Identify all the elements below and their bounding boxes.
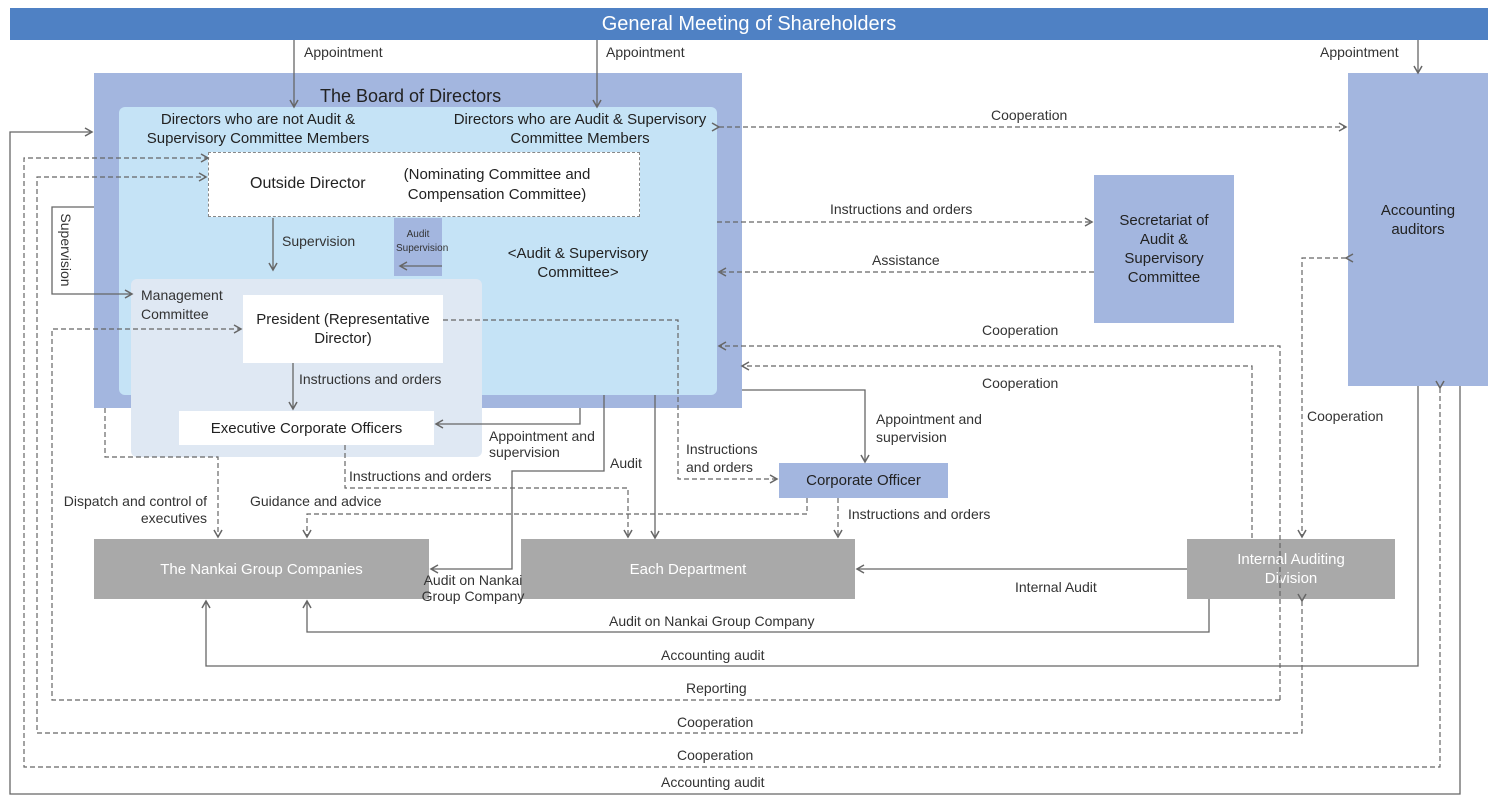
appointment-supervision-1-label: Appointment and supervision	[489, 428, 595, 460]
cooperation-top-label: Cooperation	[991, 107, 1068, 123]
board-title: The Board of Directors	[320, 86, 502, 106]
audit-group-company-label: Audit on Nankai Group Company	[421, 572, 525, 604]
assistance-label: Assistance	[872, 252, 940, 268]
dispatch-line	[104, 408, 223, 539]
reporting-label: Reporting	[686, 680, 747, 696]
audit-members-label: Directors who are Audit & Supervisory Co…	[453, 111, 707, 147]
cooperation-mid1-line	[717, 341, 1281, 700]
audit-nankai-bottom-label: Audit on Nankai Group Company	[609, 613, 815, 629]
accounting-audit-1-label: Accounting audit	[661, 647, 765, 663]
guidance-label: Guidance and advice	[250, 493, 382, 509]
dispatch-label: Dispatch and control of executives	[63, 493, 207, 526]
supervision-label: Supervision	[282, 233, 356, 249]
audit-nankai-bottom-line	[302, 599, 1210, 633]
cooperation-mid2-label: Cooperation	[982, 375, 1059, 391]
left-supervision-line	[51, 206, 134, 299]
instructions-corp-label: Instructions and orders	[686, 441, 758, 475]
accounting-audit-line-1	[201, 386, 1419, 667]
audit-label: Audit	[610, 455, 642, 471]
cooperation-b2-line	[23, 153, 1445, 768]
cooperation-b1-label: Cooperation	[677, 714, 754, 730]
cooperation-b1-line	[36, 172, 1307, 734]
instructions-dept-label: Instructions and orders	[848, 506, 991, 522]
appointment-label-2: Appointment	[606, 44, 685, 60]
instructions-president-label: Instructions and orders	[299, 371, 442, 387]
instructions-corp-line	[443, 319, 779, 484]
accounting-audit-line-2	[9, 127, 1461, 795]
cooperation-right-line	[1297, 253, 1354, 539]
internal-audit-label: Internal Audit	[1015, 579, 1097, 595]
appointment-exec-line	[434, 408, 581, 429]
appointment-supervision-2-label: Appointment and supervision	[876, 411, 982, 445]
cooperation-mid2-line	[740, 361, 1253, 538]
appointment-label-1: Appointment	[304, 44, 383, 60]
header-title: General Meeting of Shareholders	[601, 12, 897, 35]
guidance-line	[302, 498, 808, 539]
instructions-exec-line	[344, 445, 633, 539]
appointment-label-3: Appointment	[1320, 44, 1399, 60]
instructions-secretariat-label: Instructions and orders	[830, 201, 973, 217]
non-audit-members-label: Directors who are not Audit & Supervisor…	[146, 111, 370, 147]
cooperation-right-label: Cooperation	[1307, 408, 1384, 424]
cooperation-mid1-label: Cooperation	[982, 322, 1059, 338]
instructions-exec-label: Instructions and orders	[349, 468, 492, 484]
general-meeting-header: General Meeting of Shareholders	[10, 8, 1488, 40]
cooperation-b2-label: Cooperation	[677, 747, 754, 763]
supervision-vertical-label: Supervision	[58, 213, 74, 287]
accounting-audit-2-label: Accounting audit	[661, 774, 765, 790]
